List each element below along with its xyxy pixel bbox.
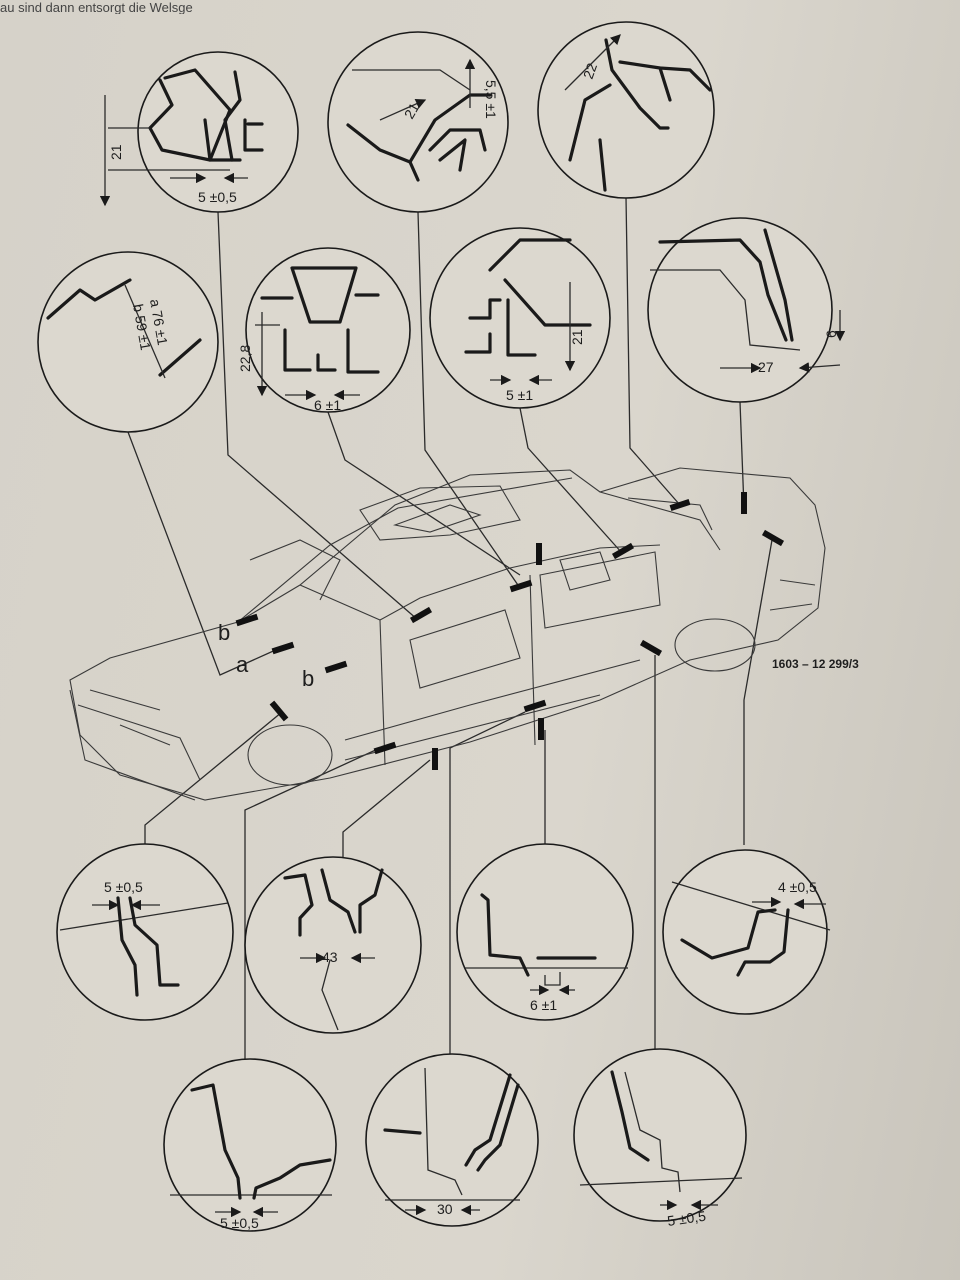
dim-tolerance: 5 ±0,5 bbox=[666, 1208, 707, 1229]
label-b-upper: b bbox=[218, 620, 230, 645]
dim-21: 21 bbox=[108, 144, 124, 160]
detail-circle-13: 30 bbox=[365, 1053, 539, 1227]
detail-circle-6: 21 5 ±1 bbox=[429, 227, 611, 409]
dim-6: 6 bbox=[823, 330, 839, 338]
label-a: a bbox=[236, 652, 249, 677]
figure-reference: 1603 – 12 299/3 bbox=[772, 657, 859, 671]
detail-circle-5: 22,8 6 ±1 bbox=[237, 247, 411, 413]
dim-21: 21 bbox=[569, 329, 585, 345]
detail-circle-1: 21 5 ±0,5 bbox=[99, 51, 299, 213]
detail-circle-9: 43 bbox=[244, 856, 422, 1034]
dim-tolerance: 5 ±0,5 bbox=[198, 189, 237, 205]
dim-tolerance: 4 ±0,5 bbox=[778, 879, 817, 895]
detail-circle-2: 21 5,5 ±1 bbox=[327, 31, 509, 213]
weld-position-markers bbox=[235, 492, 785, 770]
detail-circle-12: 5 ±0,5 bbox=[163, 1058, 337, 1232]
dim-tolerance: 6 ±1 bbox=[530, 997, 557, 1013]
detail-circle-7: 6 27 bbox=[647, 217, 846, 403]
dim-tolerance: 5 ±1 bbox=[506, 387, 533, 403]
dim-21: 21 bbox=[401, 100, 423, 122]
dim-30: 30 bbox=[437, 1201, 453, 1217]
detail-circle-10: 6 ±1 bbox=[456, 843, 634, 1021]
car-body-outline bbox=[69, 467, 826, 801]
dim-22-8: 22,8 bbox=[237, 345, 253, 372]
dim-22: 22 bbox=[580, 61, 600, 81]
header-text-fragment: au sind dann entsorgt die Welsge bbox=[0, 0, 193, 14]
dim-tolerance: 5,5 ±1 bbox=[483, 80, 499, 119]
dim-43: 43 bbox=[322, 949, 338, 965]
dim-tolerance: 6 ±1 bbox=[314, 397, 341, 413]
detail-circle-8: 5 ±0,5 bbox=[56, 843, 234, 1021]
detail-circle-4: a 76 ±1 b 59 ±1 bbox=[37, 251, 219, 433]
dim-27: 27 bbox=[758, 359, 774, 375]
dim-tolerance: 5 ±0,5 bbox=[104, 879, 143, 895]
dim-tolerance: 5 ±0,5 bbox=[220, 1215, 259, 1231]
detail-circle-11: 4 ±0,5 bbox=[662, 849, 831, 1015]
detail-circle-14: 5 ±0,5 bbox=[573, 1048, 747, 1229]
leader-lines bbox=[127, 196, 773, 1060]
label-b-lower: b bbox=[302, 666, 314, 691]
detail-circle-3: 22 bbox=[537, 21, 715, 199]
